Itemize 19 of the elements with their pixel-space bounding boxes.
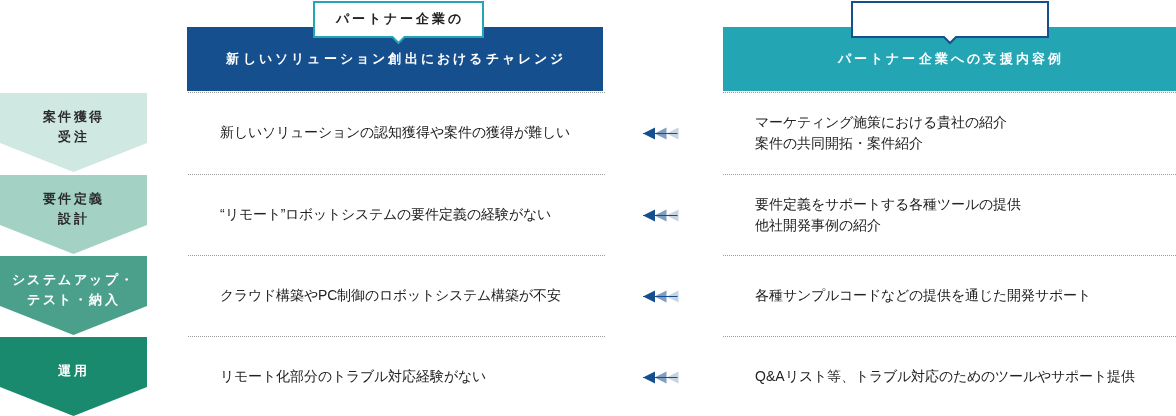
phase-label: システムアップ・テスト・納入	[10, 271, 137, 309]
phase-label: 運用	[58, 362, 89, 380]
support-text: 各種サンプルコードなどの提供を通じた開発サポート	[755, 286, 1091, 305]
callout-label: パートナー企業の	[334, 10, 464, 28]
support-text: 要件定義をサポートする各種ツールの提供	[755, 194, 1021, 214]
support-text: マーケティング施策における貴社の紹介	[755, 112, 1007, 132]
challenge-text: “リモート”ロボットシステムの要件定義の経験がない	[220, 205, 552, 224]
challenge-text: 新しいソリューションの認知獲得や案件の獲得が難しい	[220, 123, 570, 142]
support-text: 案件の共同開拓・案件紹介	[755, 133, 923, 153]
phase-label: 案件獲得	[42, 108, 105, 126]
support-text: Q&Aリスト等、トラブル対応のためのツールやサポート提供	[755, 367, 1135, 386]
support-text: 他社開発事例の紹介	[755, 215, 881, 235]
phase-label: 設計	[58, 210, 89, 228]
challenge-text: リモート化部分のトラブル対応経験がない	[220, 367, 486, 386]
header-title: 新しいソリューション創出におけるチャレンジ	[225, 50, 567, 68]
header-title: パートナー企業への支援内容例	[836, 50, 1065, 68]
challenge-text: クラウド構築やPC制御のロボットシステム構築が不安	[220, 286, 562, 305]
phase-label: 要件定義	[42, 190, 105, 208]
phase-label: 受注	[58, 128, 89, 146]
